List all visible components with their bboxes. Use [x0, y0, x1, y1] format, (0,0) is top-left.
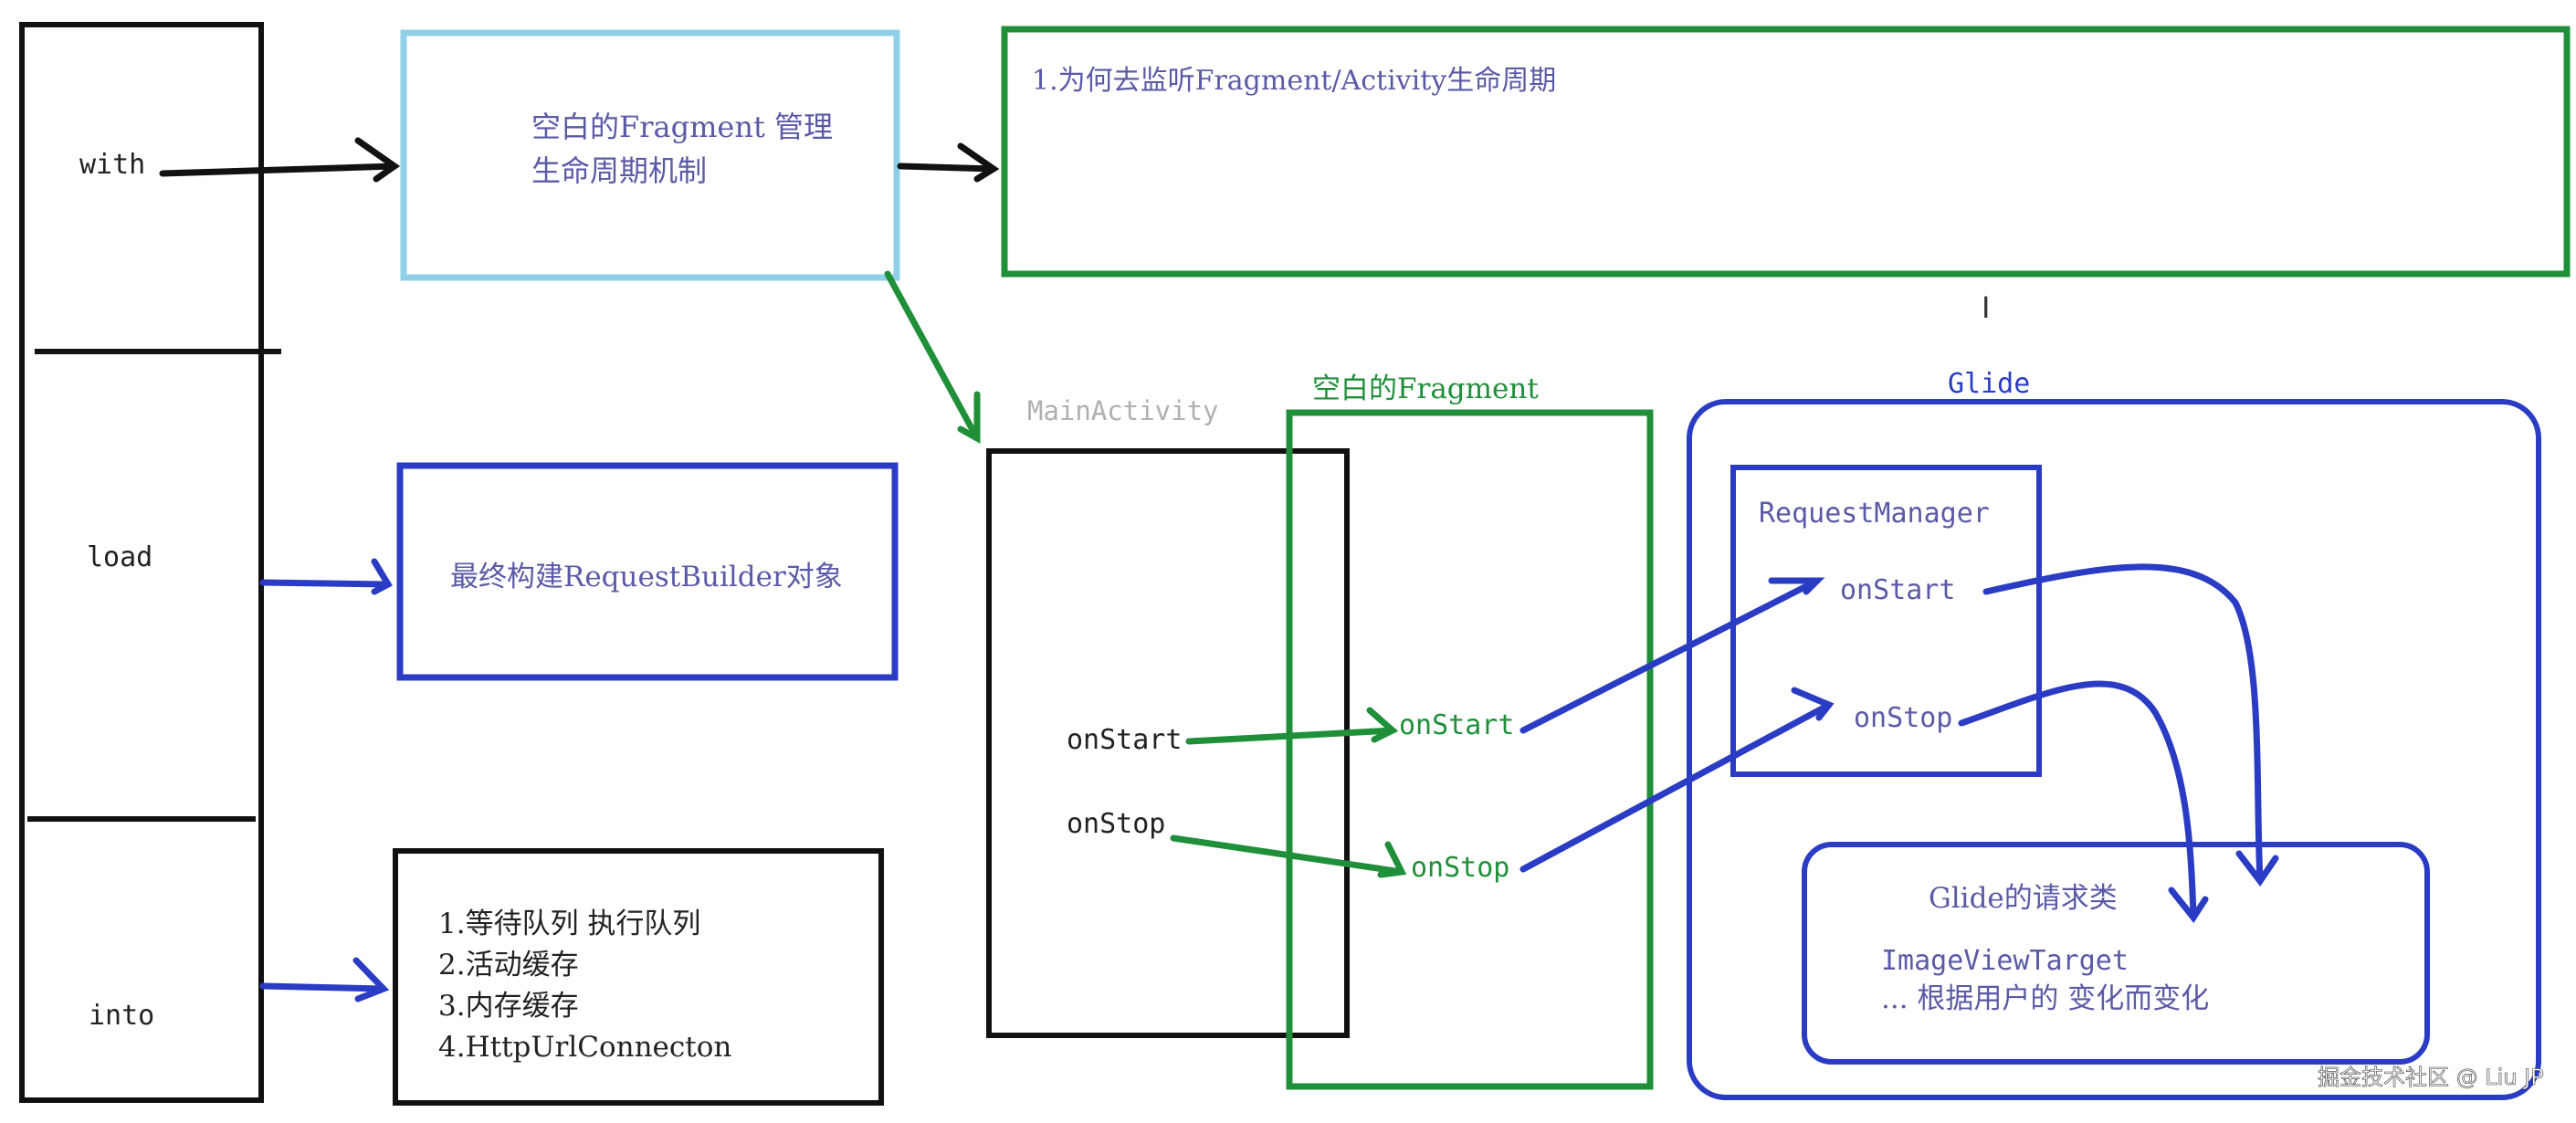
load-label: load [87, 541, 152, 573]
glide-request-class-title: Glide的请求类 [1929, 882, 2118, 915]
load-arrow [259, 558, 393, 595]
request-manager-onstart: onStart [1840, 574, 1955, 606]
main-activity-onstop: onStop [1067, 808, 1165, 840]
watermark-text: 掘金技术社区 @ Liu JP [2318, 1065, 2544, 1090]
onstop-blue-arrow-head [1791, 687, 1835, 721]
into-arrow-line [259, 982, 387, 992]
onstop-curve-line [1958, 680, 2197, 921]
glide-request-class-line2: ... 根据用户的 变化而变化 [1881, 982, 2209, 1015]
fragment-to-activity-arrow [884, 270, 981, 444]
onstop-green-arrow-line [1170, 834, 1405, 876]
why-listen-box [1001, 26, 2571, 278]
glide-request-class-line1: ImageViewTarget [1881, 945, 2129, 977]
blank-fragment-onstart: onStart [1399, 709, 1514, 741]
fragment-glide-arrows [1519, 577, 1835, 873]
into-arrow [259, 957, 390, 1002]
onstart-green-arrow-head [1366, 707, 1399, 743]
why-arrow [897, 142, 1000, 183]
main-activity-box [986, 448, 1350, 1038]
onstart-curve-line [1982, 563, 2264, 885]
left-column-box [19, 22, 264, 1103]
main-activity-onstart: onStart [1067, 724, 1182, 756]
onstop-curve-head [2168, 887, 2209, 923]
blank-fragment-onstop: onStop [1411, 852, 1509, 884]
main-activity-title: MainActivity [1027, 395, 1219, 426]
load-arrow-line [259, 579, 392, 588]
into-list-item-2: 2.活动缓存 [438, 949, 579, 981]
glide-box [1687, 399, 2541, 1100]
onstart-blue-arrow-head [1768, 577, 1825, 595]
why-arrow-head [957, 142, 1000, 183]
blank-fragment-title: 空白的Fragment [1312, 373, 1539, 405]
request-builder-box [396, 462, 899, 681]
request-manager-onstop: onStop [1854, 702, 1952, 734]
glide-request-class-box [1802, 842, 2430, 1065]
blank-fragment-box [1286, 409, 1654, 1090]
why-listen-text: 1.为何去监听Fragment/Activity生命周期 [1032, 65, 1556, 97]
left-column [19, 22, 281, 1103]
request-manager-title: RequestManager [1759, 498, 1990, 530]
glide-title: Glide [1948, 368, 2030, 400]
into-label: into [89, 1000, 154, 1032]
with-arrow-head [354, 137, 401, 183]
request-builder-text: 最终构建RequestBuilder对象 [450, 561, 843, 593]
onstop-blue-arrow-line [1519, 701, 1833, 873]
onstart-blue-arrow-line [1519, 577, 1821, 734]
why-arrow-line [897, 163, 997, 173]
manager-request-curves [1958, 563, 2279, 923]
fragment-to-activity-line [884, 270, 981, 442]
into-list-item-3: 3.内存缓存 [438, 990, 579, 1023]
fragment-manage-line2: 生命周期机制 [531, 153, 707, 188]
onstart-curve-head [2235, 850, 2279, 887]
into-list-item-1: 1.等待队列 执行队列 [438, 908, 700, 940]
with-label: with [79, 149, 145, 181]
onstart-green-arrow-line [1185, 727, 1396, 745]
into-arrow-head [352, 957, 390, 1002]
into-list-box [393, 848, 884, 1106]
onstop-green-arrow-head [1377, 841, 1407, 878]
fragment-to-activity-head [957, 391, 981, 444]
load-arrow-head [371, 558, 393, 595]
fragment-manage-line1: 空白的Fragment 管理 [531, 110, 833, 144]
with-arrow [159, 137, 401, 183]
fragment-manage-box [400, 29, 900, 281]
into-list-item-4: 4.HttpUrlConnecton [438, 1031, 731, 1064]
activity-fragment-arrows [1170, 707, 1407, 878]
text-cursor-icon: I [1982, 290, 1990, 325]
with-arrow-line [159, 163, 398, 177]
